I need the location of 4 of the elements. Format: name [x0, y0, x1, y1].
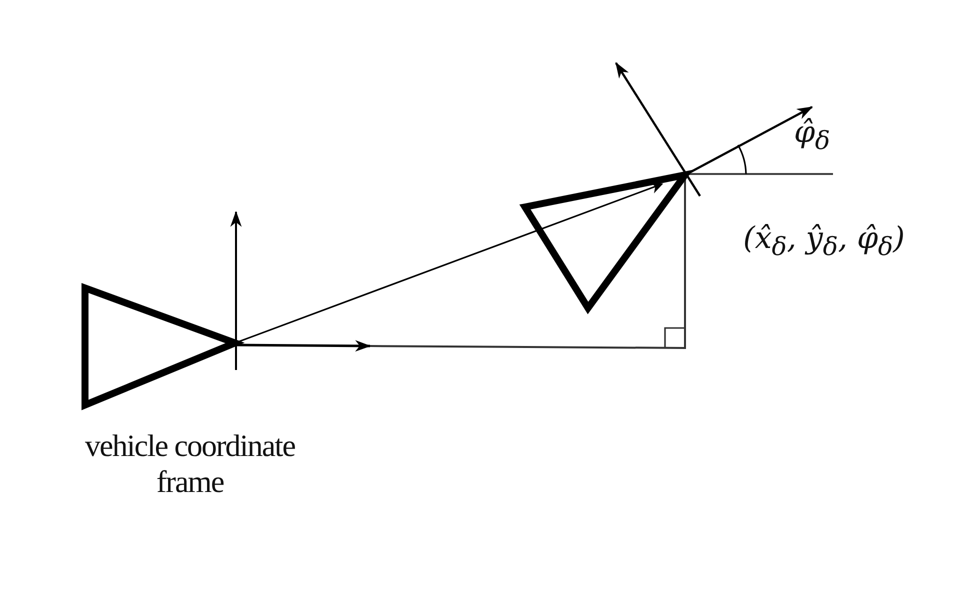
angle-label: φ̂$_{δ}$: [794, 116, 830, 156]
pose-label: (x̂$_{δ}$, ŷ$_{δ}$, φ̂$_{δ}$): [742, 222, 906, 262]
frame-caption: vehicle coordinate frame: [84, 428, 296, 500]
vehicle-triangle: [518, 168, 692, 315]
